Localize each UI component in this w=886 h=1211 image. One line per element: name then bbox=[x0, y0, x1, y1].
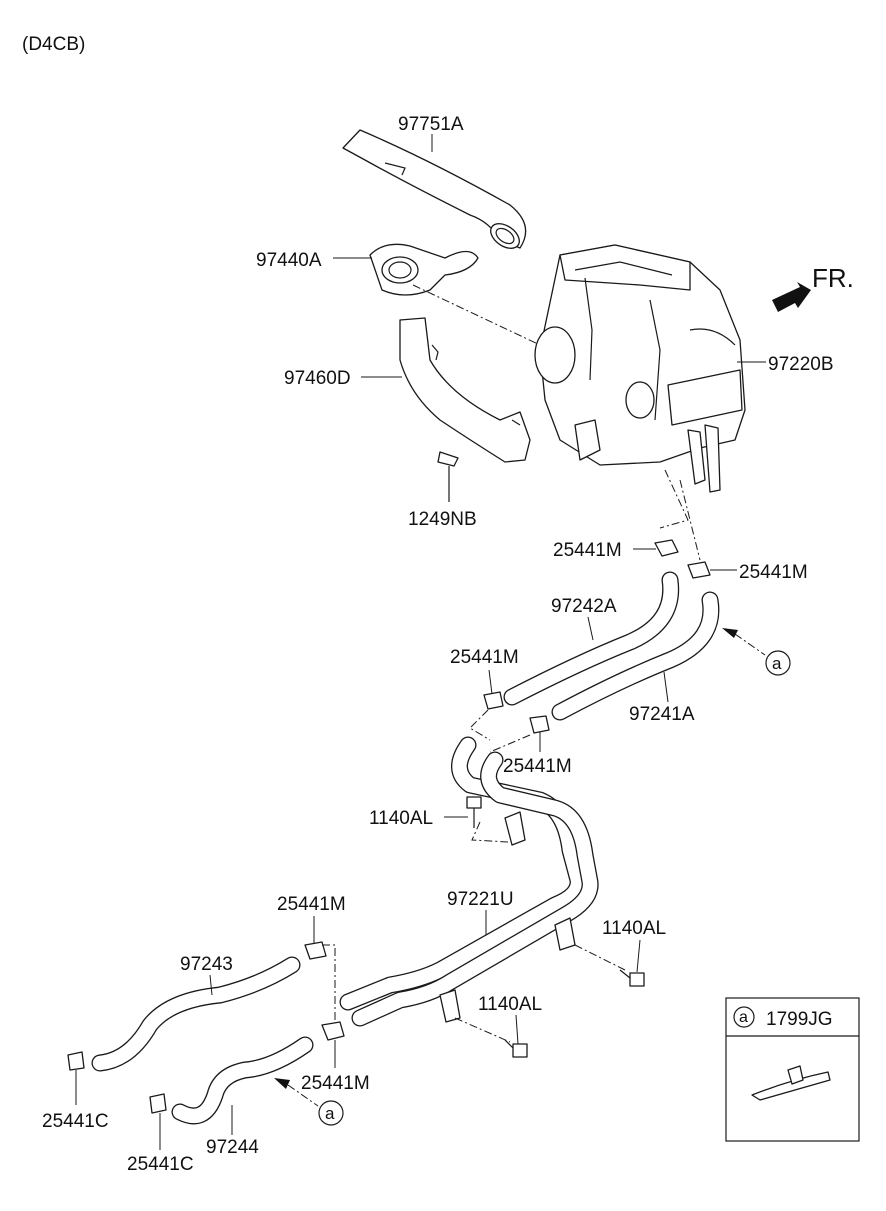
clamp-25441M-1 bbox=[654, 539, 679, 557]
clamp-25441M-4 bbox=[529, 715, 550, 734]
part-label-25441M-3: 25441M bbox=[450, 647, 519, 668]
reference-box-1799JG: a 1799JG bbox=[725, 997, 860, 1142]
callout-letter-a-lower: a bbox=[325, 1104, 335, 1123]
callout-letter-a-upper: a bbox=[772, 654, 782, 673]
cable-tie-icon bbox=[751, 1065, 831, 1101]
front-direction-indicator: FR. bbox=[772, 263, 854, 312]
part-label-97241A: 97241A bbox=[629, 704, 695, 725]
pipe-assembly-97221U bbox=[339, 736, 599, 1027]
part-label-25441M-1: 25441M bbox=[553, 540, 622, 561]
part-label-25441C-1: 25441C bbox=[42, 1111, 109, 1132]
part-label-97221U: 97221U bbox=[447, 889, 514, 910]
part-label-1249NB: 1249NB bbox=[408, 509, 477, 530]
part-label-25441C-2: 25441C bbox=[127, 1154, 194, 1175]
clamp-25441C-1 bbox=[67, 1051, 85, 1071]
hose-97243 bbox=[91, 956, 301, 1072]
heater-unit-97220B bbox=[534, 244, 746, 493]
reference-box-part-number: 1799JG bbox=[766, 1009, 833, 1030]
clamp-25441M-6 bbox=[321, 1021, 345, 1041]
clamp-25441C-2 bbox=[149, 1093, 167, 1114]
hose-97244 bbox=[171, 1036, 314, 1125]
part-label-97242A: 97242A bbox=[551, 596, 617, 617]
part-label-97243: 97243 bbox=[180, 954, 233, 975]
screw-1249NB bbox=[437, 451, 459, 502]
duct-97460D bbox=[399, 317, 531, 463]
part-label-25441M-4: 25441M bbox=[503, 756, 572, 777]
front-direction-label: FR. bbox=[812, 263, 854, 293]
part-label-25441M-5: 25441M bbox=[277, 894, 346, 915]
part-label-25441M-6: 25441M bbox=[301, 1073, 370, 1094]
part-label-97220B: 97220B bbox=[768, 354, 834, 375]
front-arrow-icon bbox=[772, 282, 811, 312]
part-label-1140AL-2: 1140AL bbox=[602, 918, 666, 939]
part-label-97460D: 97460D bbox=[284, 368, 351, 389]
hose-97241A bbox=[551, 591, 720, 721]
bolt-1140AL-1 bbox=[466, 796, 482, 828]
hose-97242A bbox=[503, 571, 680, 706]
part-label-97440A: 97440A bbox=[256, 250, 322, 271]
bolt-1140AL-3 bbox=[504, 1039, 528, 1058]
reference-arrow-a-lower: a bbox=[274, 1078, 344, 1126]
part-label-97244: 97244 bbox=[206, 1137, 259, 1158]
engine-code-label: (D4CB) bbox=[22, 34, 85, 55]
reference-box-letter: a bbox=[739, 1009, 748, 1026]
bolt-1140AL-2 bbox=[619, 969, 645, 987]
reference-arrow-a-upper: a bbox=[722, 628, 791, 676]
part-label-1140AL-1: 1140AL bbox=[369, 808, 433, 829]
duct-97751A bbox=[342, 129, 527, 249]
duct-connector-97440A bbox=[369, 243, 479, 296]
part-label-25441M-2: 25441M bbox=[739, 562, 808, 583]
part-label-97751A: 97751A bbox=[398, 114, 464, 135]
part-label-1140AL-3: 1140AL bbox=[478, 994, 542, 1015]
clamp-25441M-3 bbox=[483, 691, 504, 710]
clamp-25441M-5 bbox=[304, 941, 327, 960]
clamp-25441M-2 bbox=[687, 561, 711, 579]
